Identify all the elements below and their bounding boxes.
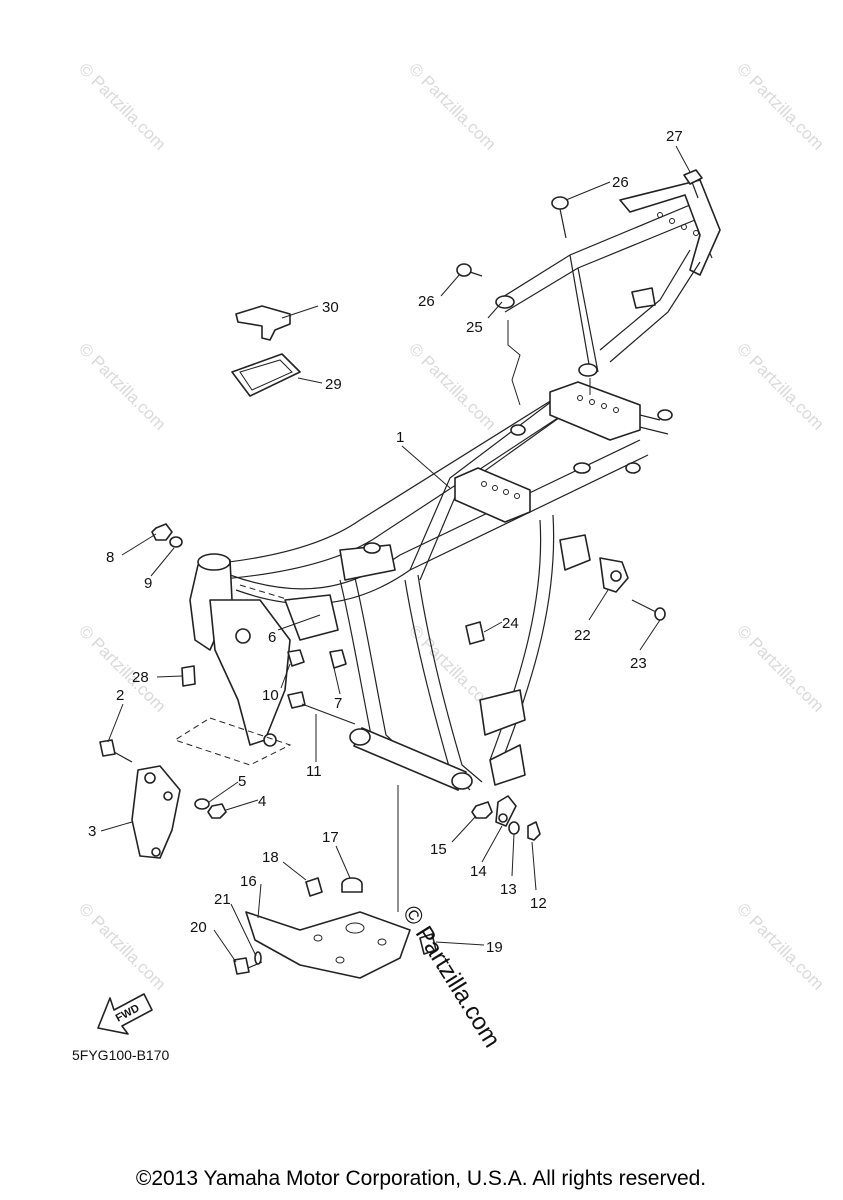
part-14-bracket	[495, 795, 517, 827]
part-26-bolt-left	[456, 263, 483, 277]
partzilla-watermark: © Partzilla.com	[397, 901, 506, 1052]
part-10-bolt	[287, 649, 305, 667]
part-2-bolt	[99, 739, 133, 763]
callout-4: 4	[258, 793, 266, 810]
part-21-washer	[254, 951, 262, 965]
rear-frame-holes	[657, 212, 699, 236]
callout-10: 10	[262, 687, 279, 704]
part-11-bolt	[287, 691, 356, 725]
callout-23: 23	[630, 655, 647, 672]
watermark: © Partzilla.com	[75, 899, 169, 993]
callout-3: 3	[88, 823, 96, 840]
callout-11: 11	[306, 763, 322, 780]
watermark: © Partzilla.com	[733, 899, 827, 993]
callout-14: 14	[470, 863, 487, 880]
rear-frame	[495, 179, 721, 406]
part-27-bolt	[683, 169, 703, 199]
part-26-bolt-upper	[551, 196, 569, 239]
callout-18: 18	[262, 849, 279, 866]
part-8-nut	[151, 523, 173, 541]
watermark: © Partzilla.com	[75, 59, 169, 153]
part-20-bolt	[233, 957, 263, 975]
plate-holes	[481, 395, 619, 499]
watermark: © Partzilla.com	[733, 621, 827, 715]
watermark-layer: © Partzilla.com © Partzilla.com © Partzi…	[75, 59, 827, 993]
callout-19: 19	[486, 939, 503, 956]
part-4-nut	[207, 803, 227, 819]
callout-27: 27	[666, 128, 683, 145]
watermark: © Partzilla.com	[75, 339, 169, 433]
watermark: © Partzilla.com	[733, 339, 827, 433]
callout-9: 9	[144, 575, 152, 592]
callout-5: 5	[238, 773, 246, 790]
callout-29: 29	[325, 376, 342, 393]
callout-1: 1	[396, 429, 404, 446]
callout-13: 13	[500, 881, 517, 898]
part-13-washer	[508, 821, 520, 835]
main-frame	[173, 381, 673, 912]
part-22-bracket	[599, 557, 629, 593]
part-24-collar	[465, 621, 485, 645]
watermark: © Partzilla.com	[405, 59, 499, 153]
callout-2: 2	[116, 687, 124, 704]
callout-6: 6	[268, 629, 276, 646]
part-30-clip	[235, 305, 291, 341]
part-7-bolt	[329, 649, 347, 669]
part-29-pad	[231, 353, 301, 397]
callout-24: 24	[502, 615, 519, 632]
callout-26-left: 26	[418, 293, 435, 310]
callout-16: 16	[240, 873, 257, 890]
part-3-bracket	[131, 765, 181, 859]
watermark: © Partzilla.com	[405, 339, 499, 433]
part-16-guard	[245, 911, 411, 979]
callout-21: 21	[214, 891, 231, 908]
part-5-washer	[194, 798, 210, 810]
part-28-label	[181, 665, 196, 687]
diagram-code: 5FYG100-B170	[72, 1047, 169, 1063]
copyright-notice: ©2013 Yamaha Motor Corporation, U.S.A. A…	[136, 1167, 706, 1190]
callout-26-upper: 26	[612, 174, 629, 191]
part-15-nut	[471, 801, 493, 819]
callout-20: 20	[190, 919, 207, 936]
leader-lines	[100, 145, 691, 963]
callout-22: 22	[574, 627, 591, 644]
part-19-fitting	[419, 933, 437, 955]
part-18-collar	[305, 877, 323, 897]
callout-25: 25	[466, 319, 483, 336]
callout-28: 28	[132, 669, 149, 686]
callout-7: 7	[334, 695, 342, 712]
part-9-washer	[169, 536, 183, 548]
callout-8: 8	[106, 549, 114, 566]
callout-30: 30	[322, 299, 339, 316]
callout-17: 17	[322, 829, 339, 846]
part-12-nut	[527, 821, 541, 841]
callout-12: 12	[530, 895, 547, 912]
callout-15: 15	[430, 841, 447, 858]
fwd-arrow-icon: FWD	[97, 993, 153, 1035]
watermark: © Partzilla.com	[733, 59, 827, 153]
part-23-bolt	[631, 599, 666, 621]
part-17-grommet	[341, 877, 363, 893]
callout-labels: 1 2 3 4 5 6 7 8 9 10 11 12 13 14 15 16 1…	[88, 128, 683, 956]
